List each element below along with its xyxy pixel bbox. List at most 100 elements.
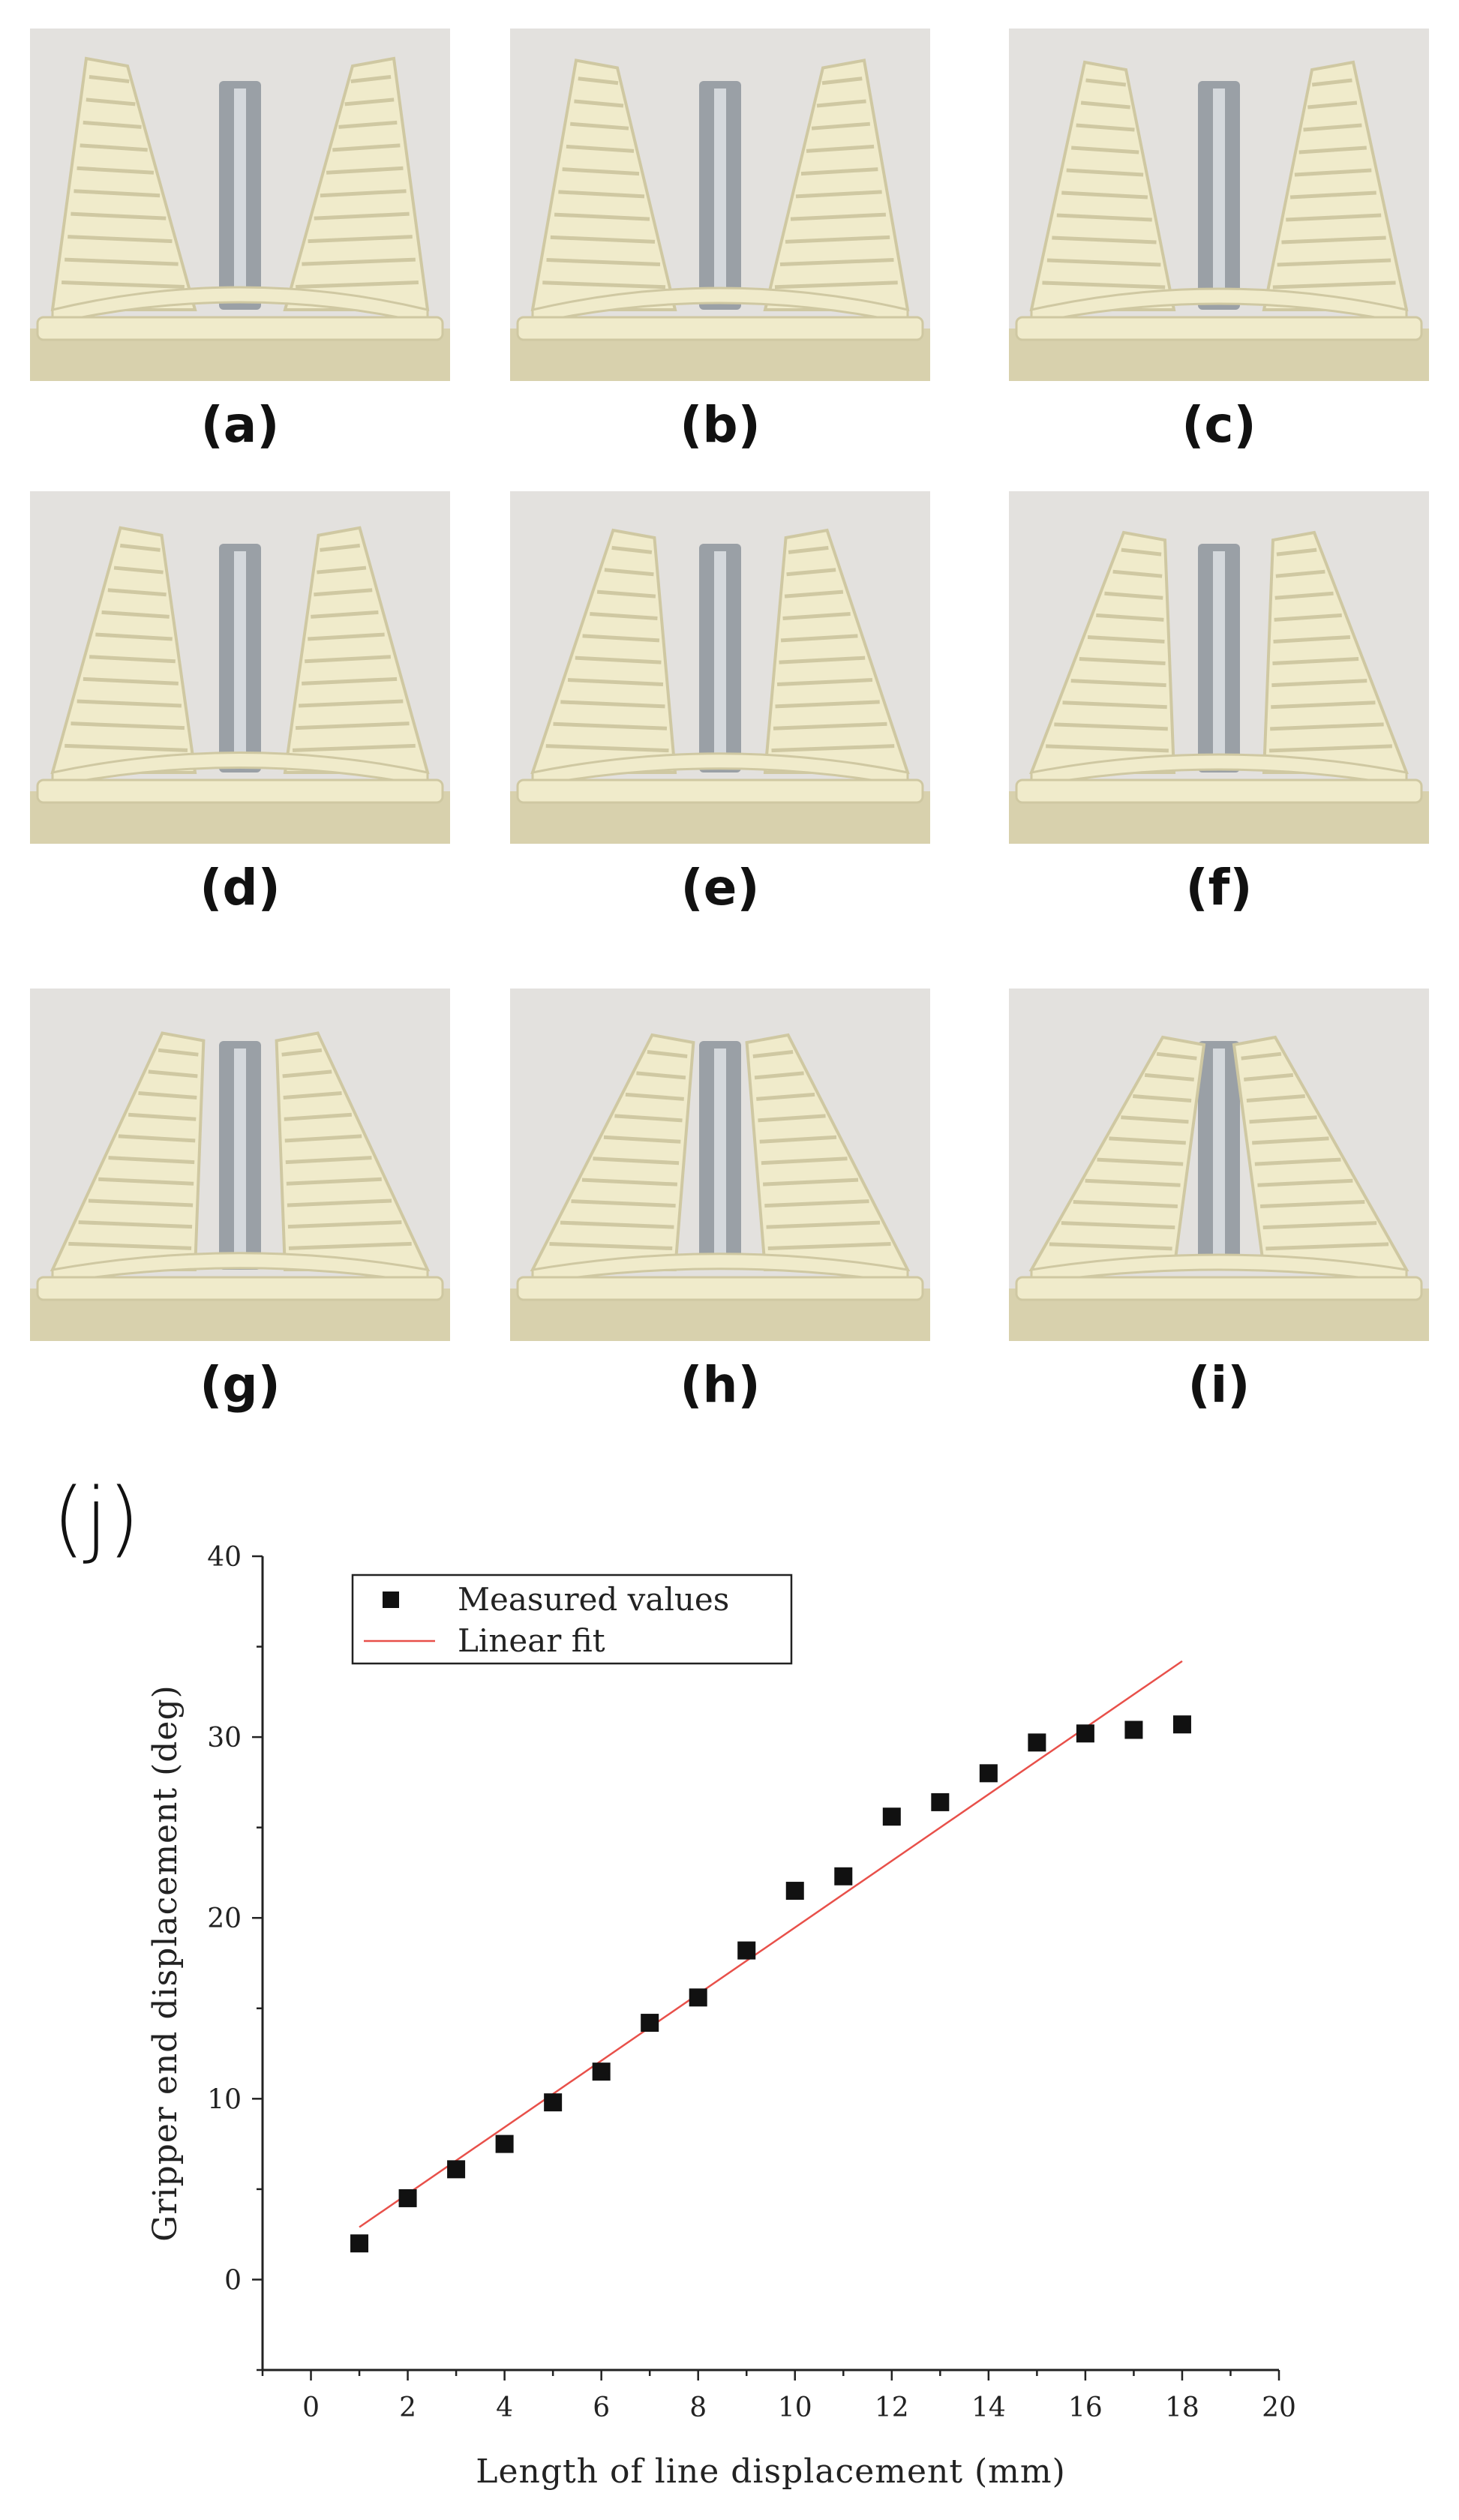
data-point: [495, 2134, 514, 2153]
finger-rib: [286, 1177, 382, 1186]
data-point: [834, 1867, 853, 1886]
gripper-photo-b: [510, 28, 930, 381]
finger-rib: [1076, 123, 1135, 132]
cylinder-highlight: [234, 88, 246, 302]
finger-rib: [281, 1048, 323, 1057]
finger-rib: [350, 74, 392, 83]
finger-rib: [320, 189, 407, 198]
finger-rib: [574, 99, 624, 108]
finger-rib: [571, 1199, 676, 1208]
data-point: [737, 1941, 756, 1960]
finger-rib: [74, 189, 161, 198]
finger-rib: [314, 588, 373, 597]
finger-rib: [596, 590, 656, 598]
finger-rib: [784, 590, 844, 598]
finger-rib: [1112, 569, 1163, 578]
data-point: [1124, 1720, 1143, 1739]
gripper-photo-d: [30, 491, 450, 844]
finger-rib: [761, 1156, 848, 1166]
finger-rib: [95, 632, 173, 641]
finger-rib: [604, 568, 654, 577]
panel-caption-h: (h): [680, 1356, 761, 1414]
finger-rib: [65, 743, 188, 752]
finger-rib: [614, 1114, 683, 1123]
finger-rib: [1066, 168, 1144, 177]
finger-rib: [1056, 213, 1152, 222]
finger-rib: [1109, 1136, 1186, 1145]
finger-rib: [88, 1198, 194, 1208]
data-point: [592, 2062, 611, 2081]
finger-rib: [1303, 123, 1362, 132]
finger-rib: [1079, 657, 1166, 666]
finger-rib: [332, 143, 401, 152]
y-tick-label: 0: [224, 2265, 242, 2296]
finger-rib: [287, 1198, 392, 1208]
finger-rib: [1257, 1178, 1353, 1187]
panel-caption-a: (a): [200, 396, 280, 454]
finger-rib: [108, 1156, 195, 1165]
finger-rib: [138, 1091, 197, 1100]
legend-measured-label: Measured values: [458, 1581, 729, 1618]
finger-rib: [786, 568, 836, 577]
finger-rib: [308, 235, 413, 244]
finger-rib: [1252, 1136, 1329, 1145]
cylinder-highlight: [714, 1048, 726, 1262]
gripper-photo-a: [30, 28, 450, 381]
panel-caption-e: (e): [680, 859, 760, 916]
panel-caption-i: (i): [1187, 1356, 1250, 1414]
x-tick-label: 0: [302, 2392, 320, 2423]
finger-rib: [86, 98, 136, 106]
x-tick-label: 20: [1262, 2392, 1296, 2423]
finger-rib: [1080, 100, 1130, 110]
finger-rib: [593, 1156, 680, 1166]
finger-rib: [338, 120, 398, 129]
finger-rib: [148, 1070, 198, 1078]
finger-rib: [1249, 1115, 1317, 1124]
finger-rib: [344, 98, 395, 106]
finger-rib: [1294, 168, 1372, 177]
data-point: [931, 1792, 950, 1811]
finger-rib: [1049, 1242, 1172, 1251]
finger-rib: [1275, 569, 1325, 578]
finger-rib: [305, 655, 391, 664]
finger-rib: [1246, 1094, 1305, 1103]
finger-rib: [774, 280, 898, 290]
finger-rib: [582, 634, 660, 643]
panel-j-label: (j): [53, 1470, 140, 1566]
finger-rib: [68, 1241, 192, 1250]
finger-rib: [790, 212, 887, 221]
finger-rib: [80, 143, 148, 152]
finger-rib: [1262, 1221, 1377, 1230]
gripper-base: [516, 316, 924, 341]
cylinder-highlight: [1213, 88, 1225, 302]
finger-rib: [603, 1135, 681, 1144]
finger-rib: [77, 166, 155, 175]
cylinder-highlight: [714, 88, 726, 302]
y-axis-label: Gripper end displacement (deg): [146, 1684, 185, 2242]
finger-rib: [1097, 1157, 1184, 1166]
finger-rib: [558, 190, 645, 199]
gripper-base: [1015, 316, 1423, 341]
finger-rib: [285, 1156, 372, 1165]
gripper-photo-f: [1009, 491, 1429, 844]
gripper-base: [1015, 1276, 1423, 1301]
finger-rib: [1271, 679, 1367, 688]
finger-rib: [61, 280, 185, 290]
x-tick-label: 18: [1165, 2392, 1199, 2423]
panel-caption-d: (d): [200, 859, 281, 916]
finger-rib: [754, 1071, 804, 1080]
finger-rib: [299, 699, 404, 708]
finger-rib: [779, 258, 894, 267]
finger-rib: [317, 566, 367, 574]
finger-rib: [295, 722, 410, 730]
finger-rib: [773, 722, 887, 730]
gripper-base: [36, 1276, 444, 1301]
finger-rib: [1046, 744, 1169, 753]
finger-rib: [1272, 280, 1396, 290]
finger-rib: [1272, 657, 1359, 666]
legend-marker-swatch: [383, 1592, 399, 1608]
x-tick-label: 16: [1068, 2392, 1103, 2423]
y-tick-label: 20: [207, 1904, 242, 1934]
gripper-base: [36, 778, 444, 804]
finger-rib: [1085, 1178, 1181, 1187]
